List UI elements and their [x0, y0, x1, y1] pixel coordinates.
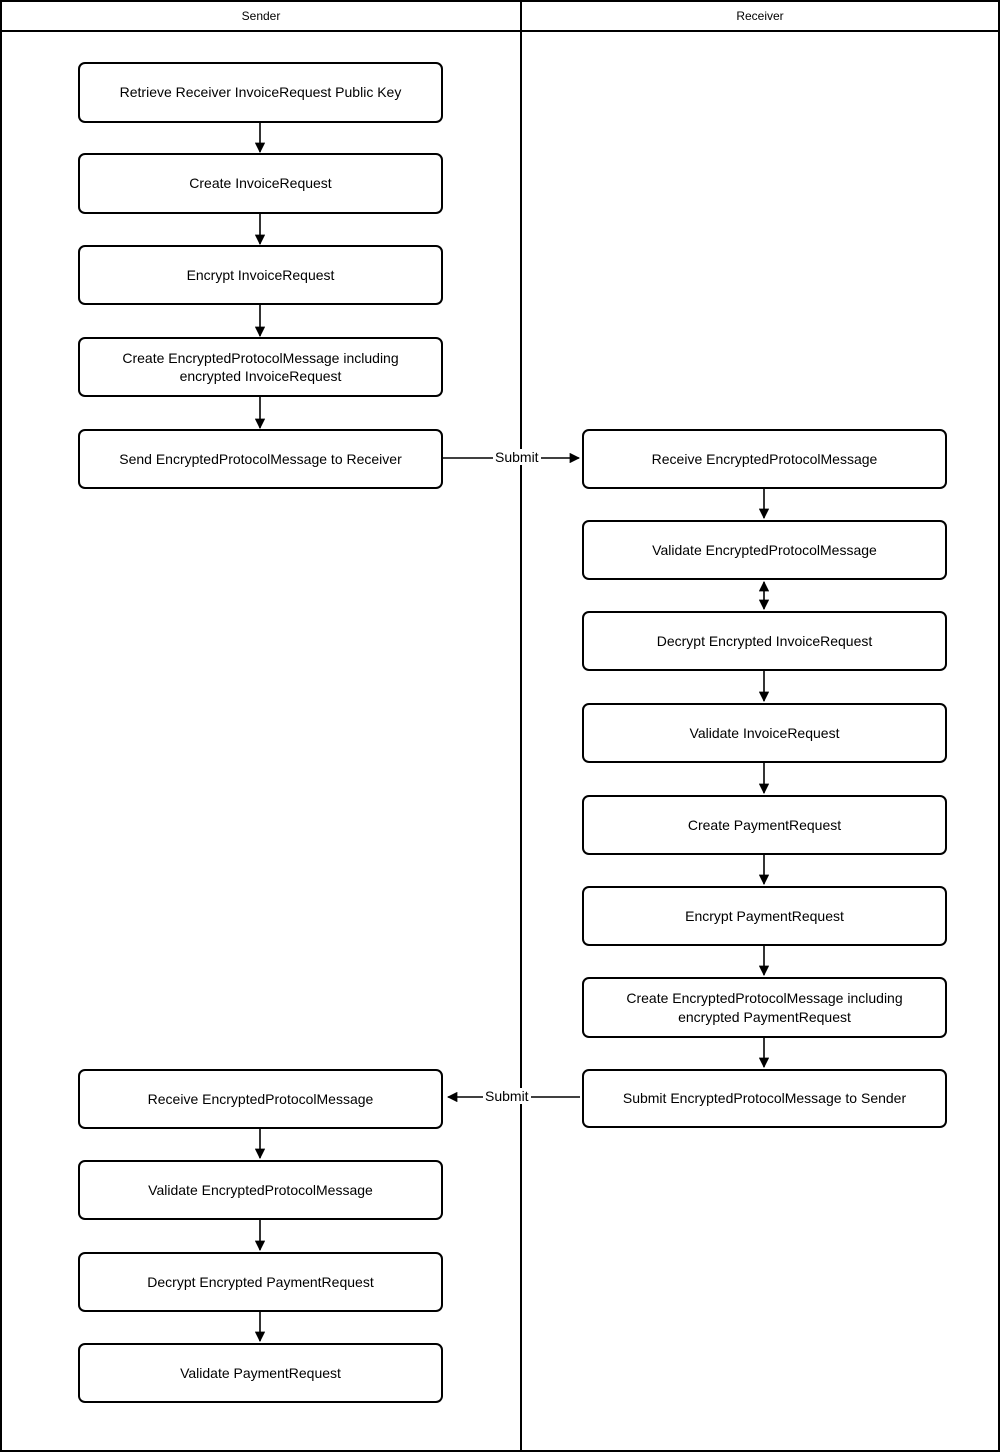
flow-step-create-paymentrequest: Create PaymentRequest [582, 795, 947, 855]
flow-step-validate-paymentrequest: Validate PaymentRequest [78, 1343, 443, 1403]
flow-step-create-encryptedprotocolmessage-invoicerequest: Create EncryptedProtocolMessage includin… [78, 337, 443, 397]
lane-divider [520, 2, 522, 1450]
lane-header-separator [2, 30, 998, 32]
flow-step-decrypt-encrypted-paymentrequest: Decrypt Encrypted PaymentRequest [78, 1252, 443, 1312]
flow-step-send-encryptedprotocolmessage-to-receiver: Send EncryptedProtocolMessage to Receive… [78, 429, 443, 489]
flow-step-submit-encryptedprotocolmessage-to-sender: Submit EncryptedProtocolMessage to Sende… [582, 1069, 947, 1128]
flow-step-receiver-validate-encryptedprotocolmessage: Validate EncryptedProtocolMessage [582, 520, 947, 580]
flow-step-create-encryptedprotocolmessage-paymentrequest: Create EncryptedProtocolMessage includin… [582, 977, 947, 1038]
lane-header-sender: Sender [2, 2, 520, 30]
lane-header-receiver: Receiver [522, 2, 998, 30]
flow-step-create-invoicerequest: Create InvoiceRequest [78, 153, 443, 214]
flow-step-encrypt-paymentrequest: Encrypt PaymentRequest [582, 886, 947, 946]
submit-to-receiver-label: Submit [493, 449, 541, 465]
lane-header-receiver-label: Receiver [736, 9, 784, 23]
flow-step-sender-receive-encryptedprotocolmessage: Receive EncryptedProtocolMessage [78, 1069, 443, 1129]
submit-to-sender-label: Submit [483, 1088, 531, 1104]
flow-step-receiver-receive-encryptedprotocolmessage: Receive EncryptedProtocolMessage [582, 429, 947, 489]
flow-step-retrieve-receiver-invoicerequest-public-key: Retrieve Receiver InvoiceRequest Public … [78, 62, 443, 123]
flow-step-validate-invoicerequest: Validate InvoiceRequest [582, 703, 947, 763]
flow-step-sender-validate-encryptedprotocolmessage: Validate EncryptedProtocolMessage [78, 1160, 443, 1220]
lane-header-sender-label: Sender [241, 9, 281, 23]
flow-step-decrypt-encrypted-invoicerequest: Decrypt Encrypted InvoiceRequest [582, 611, 947, 671]
flow-step-encrypt-invoicerequest: Encrypt InvoiceRequest [78, 245, 443, 305]
